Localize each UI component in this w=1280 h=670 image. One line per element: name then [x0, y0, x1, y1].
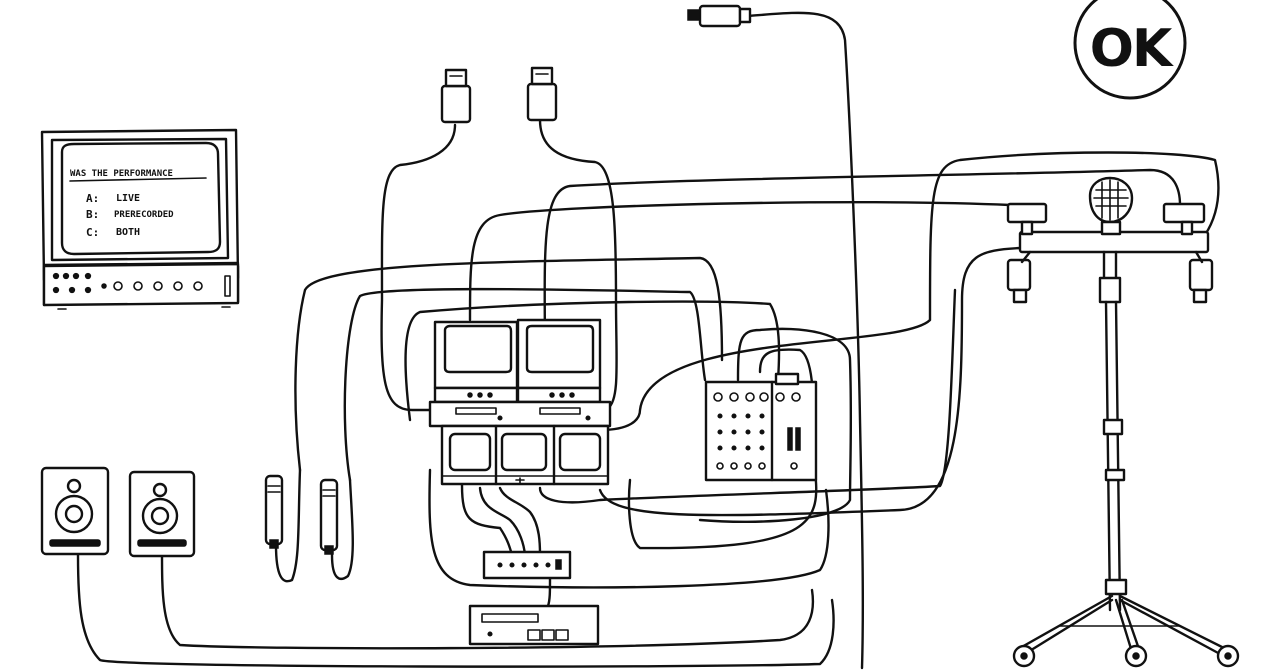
monitor-question: WAS THE PERFORMANCE — [70, 169, 173, 179]
mixer-knobs — [713, 372, 801, 470]
cable-speaker-right — [160, 550, 815, 650]
camera-icon — [526, 66, 558, 122]
tripod-icon — [1006, 202, 1240, 668]
recorder-rack — [468, 604, 600, 646]
cable-loop-e — [343, 287, 707, 482]
ok-badge[interactable]: OK — [1073, 0, 1187, 100]
ok-label: OK — [1090, 19, 1174, 79]
monitor-option-a: A: LIVE — [86, 192, 140, 205]
cable-network — [76, 11, 1220, 670]
cable-router-to-rack — [546, 576, 552, 608]
option-b-text: PRERECORDED — [114, 210, 174, 220]
camera-icon — [687, 4, 752, 28]
microphone-icon — [319, 478, 339, 555]
cable-switch-router-1 — [460, 483, 514, 557]
cable-camera-right — [538, 118, 618, 410]
cable-loop-d — [294, 256, 724, 472]
monitor-option-b: B: PRERECORDED — [86, 208, 174, 221]
option-a-letter: A: — [86, 192, 99, 205]
speaker-icon — [40, 466, 110, 556]
cable-loop-f — [404, 300, 781, 422]
option-a-text: LIVE — [116, 193, 140, 204]
cable-camera-left — [380, 123, 457, 412]
spotlight-icon — [1088, 176, 1134, 236]
cable-switch-router-3 — [498, 486, 542, 557]
cable-loop-b — [543, 168, 1182, 362]
cable-loop-c — [598, 151, 1220, 432]
option-c-text: BOTH — [116, 227, 140, 238]
cable-lamp-feed — [598, 246, 1022, 517]
monitor-option-c: C: BOTH — [86, 226, 140, 239]
cable-loop-a — [468, 200, 1012, 322]
monitor-control-knobs — [52, 272, 231, 297]
cable-mic-1 — [274, 468, 302, 583]
camera-icon — [440, 68, 472, 124]
cable-loop-g — [698, 327, 853, 524]
video-switcher-icon — [428, 318, 612, 486]
cable-loop-h — [627, 348, 818, 550]
cable-bottom-loop — [428, 468, 830, 589]
crt-monitor-icon: WAS THE PERFORMANCE A: LIVE B: PRERECORD… — [40, 128, 240, 310]
cable-switch-router-2 — [478, 486, 527, 557]
option-c-letter: C: — [86, 226, 99, 239]
cable-speaker-left — [76, 553, 835, 668]
cable-top-camera — [746, 11, 865, 670]
cable-mic-2 — [330, 478, 354, 580]
cable-lamp-return — [538, 288, 957, 504]
microphone-icon — [264, 474, 284, 549]
speaker-icon — [128, 470, 196, 558]
router-box — [482, 550, 572, 580]
option-b-letter: B: — [86, 208, 99, 221]
audio-mixer-icon — [704, 372, 818, 482]
